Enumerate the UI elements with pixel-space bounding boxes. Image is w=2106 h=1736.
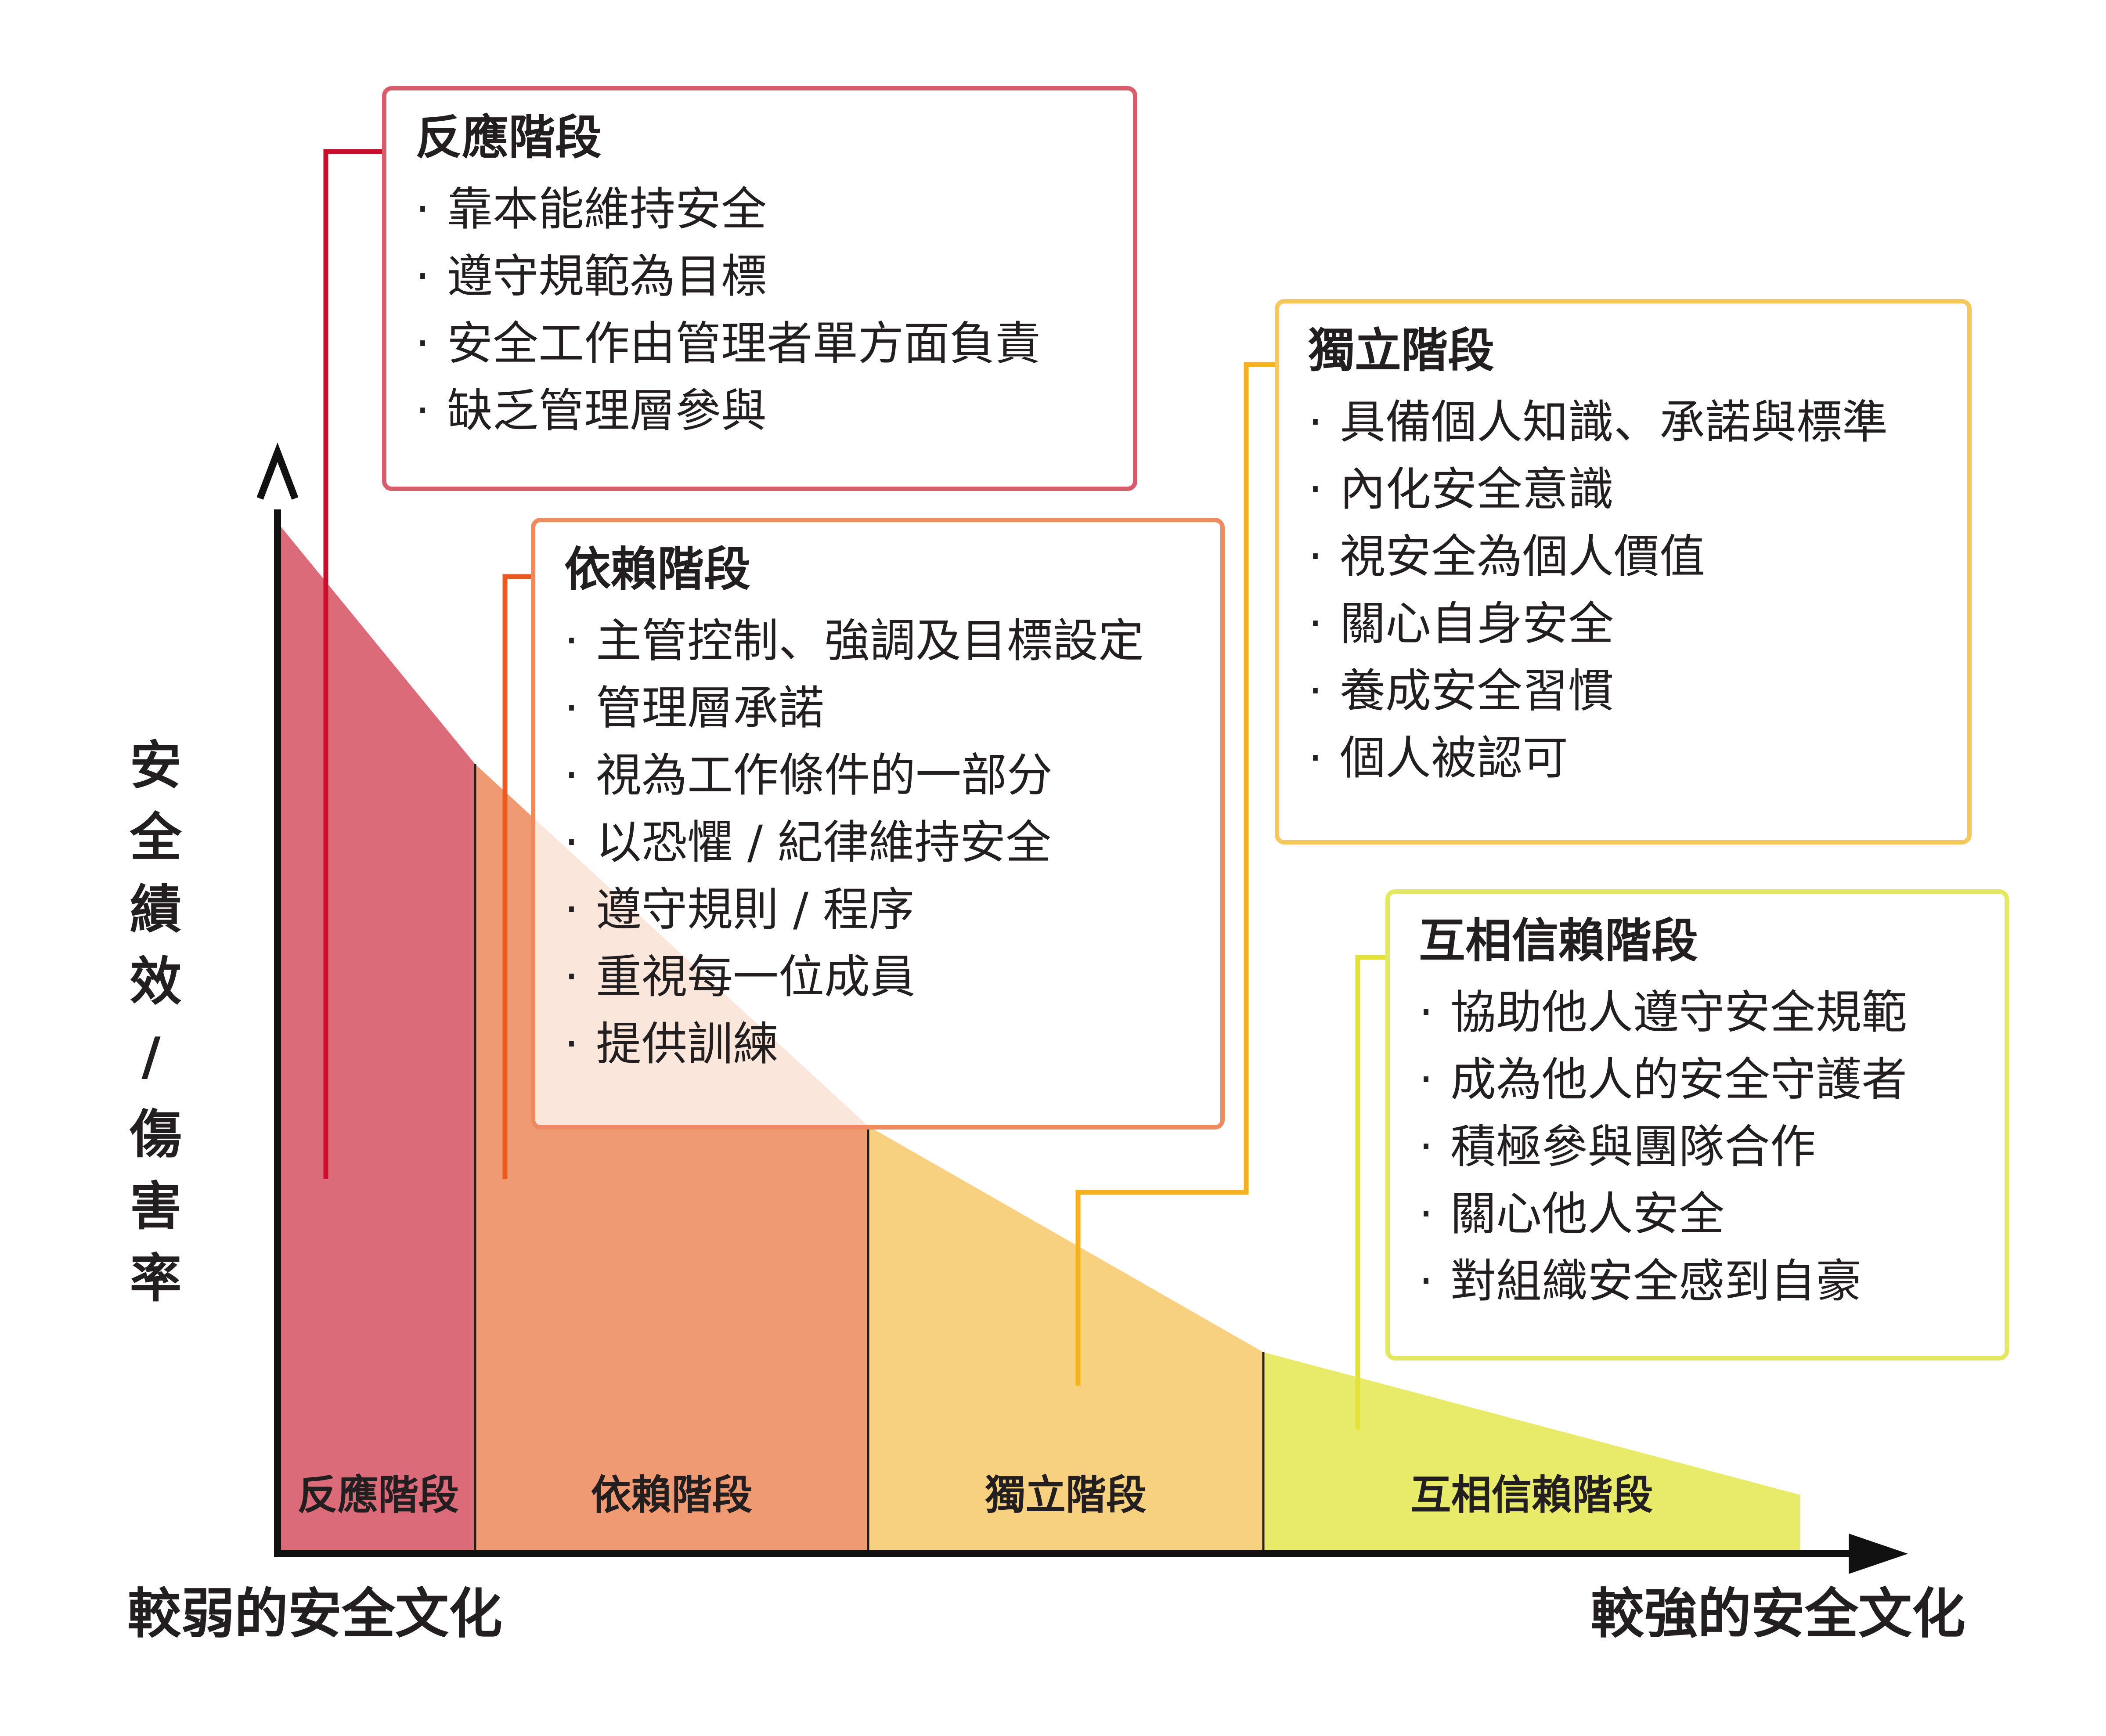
- card-reactive: 反應階段 靠本能維持安全 遵守規範為目標 安全工作由管理者單方面負責 缺乏管理層…: [382, 86, 1137, 491]
- card-item: 以恐懼 / 紀律維持安全: [564, 809, 1220, 876]
- band-reactive: [278, 523, 475, 1550]
- card-item: 視安全為個人價值: [1308, 523, 1967, 590]
- card-title: 反應階段: [415, 111, 602, 165]
- x-axis: [274, 1534, 1908, 1574]
- card-item: 安全工作由管理者單方面負責: [415, 310, 1133, 377]
- card-item: 缺乏管理層參與: [415, 377, 1133, 444]
- card-item: 視為工作條件的一部分: [564, 742, 1220, 809]
- card-item: 關心自身安全: [1308, 590, 1967, 657]
- card-item: 內化安全意識: [1308, 456, 1967, 523]
- card-item: 個人被認可: [1308, 725, 1967, 792]
- card-title: 獨立階段: [1308, 324, 1494, 378]
- band-interdependent: [1263, 1352, 1800, 1550]
- card-item-list: 靠本能維持安全 遵守規範為目標 安全工作由管理者單方面負責 缺乏管理層參與: [415, 176, 1133, 444]
- card-item: 對組織安全感到自豪: [1419, 1248, 2005, 1315]
- card-item: 靠本能維持安全: [415, 176, 1133, 243]
- card-item-list: 具備個人知識、承諾與標準 內化安全意識 視安全為個人價值 關心自身安全 養成安全…: [1308, 389, 1967, 792]
- leader-line-reactive: [323, 149, 384, 1179]
- band-independent: [868, 1126, 1263, 1550]
- card-item: 提供訓練: [564, 1011, 1220, 1078]
- card-item: 成為他人的安全守護者: [1419, 1046, 2005, 1113]
- card-item-list: 協助他人遵守安全規範 成為他人的安全守護者 積極參與團隊合作 關心他人安全 對組…: [1419, 979, 2005, 1315]
- leader-line-dependent: [502, 574, 534, 1179]
- card-item: 遵守規範為目標: [415, 243, 1133, 310]
- card-item-list: 主管控制、強調及目標設定 管理層承諾 視為工作條件的一部分 以恐懼 / 紀律維持…: [564, 607, 1220, 1078]
- card-item: 管理層承諾: [564, 675, 1220, 742]
- card-item: 關心他人安全: [1419, 1180, 2005, 1248]
- band-label-independent: 獨立階段: [984, 1472, 1147, 1519]
- band-label-dependent: 依賴階段: [591, 1472, 753, 1519]
- x-axis-left-label: 較弱的安全文化: [127, 1583, 502, 1645]
- leader-line-interdependent: [1355, 955, 1388, 1429]
- card-independent: 獨立階段 具備個人知識、承諾與標準 內化安全意識 視安全為個人價值 關心自身安全…: [1275, 299, 1972, 845]
- y-axis-label: 安全績效/傷害率: [121, 738, 181, 1323]
- card-item: 遵守規則 / 程序: [564, 876, 1220, 943]
- card-item: 養成安全習慣: [1308, 657, 1967, 725]
- card-interdependent: 互相信賴階段 協助他人遵守安全規範 成為他人的安全守護者 積極參與團隊合作 關心…: [1385, 889, 2009, 1361]
- band-label-interdependent: 互相信賴階段: [1410, 1472, 1653, 1519]
- leader-line-independent: [1075, 362, 1278, 1386]
- card-item: 協助他人遵守安全規範: [1419, 979, 2005, 1046]
- card-item: 重視每一位成員: [564, 943, 1220, 1011]
- card-dependent: 依賴階段 主管控制、強調及目標設定 管理層承諾 視為工作條件的一部分 以恐懼 /…: [531, 518, 1225, 1130]
- card-title: 依賴階段: [564, 542, 750, 596]
- card-title: 互相信賴階段: [1419, 914, 1698, 968]
- y-axis: [256, 442, 299, 1554]
- card-item: 主管控制、強調及目標設定: [564, 607, 1220, 675]
- band-label-reactive: 反應階段: [297, 1472, 459, 1519]
- card-item: 具備個人知識、承諾與標準: [1308, 389, 1967, 456]
- x-axis-right-label: 較強的安全文化: [1590, 1583, 1965, 1645]
- card-item: 積極參與團隊合作: [1419, 1113, 2005, 1180]
